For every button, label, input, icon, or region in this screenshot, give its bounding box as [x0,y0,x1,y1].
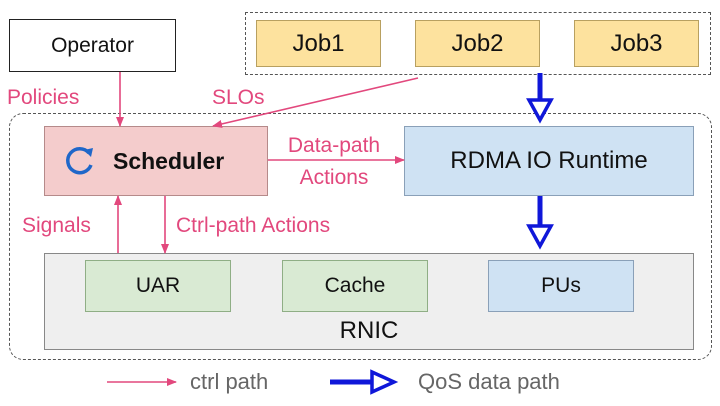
pus-label: PUs [541,274,581,297]
job3-label: Job3 [610,29,663,57]
uar-label: UAR [135,274,181,297]
refresh-icon [59,141,99,181]
scheduler-box: Scheduler [44,126,268,196]
legend-qos-data-path-label: QoS data path [418,369,560,394]
operator-box: Operator [9,19,176,72]
signals-label: Signals [22,214,91,237]
policies-label: Policies [7,86,80,109]
slos-label: SLOs [212,86,265,109]
job2-label: Job2 [451,29,504,57]
legend-qos-arrow [330,369,399,395]
scheduler-label: Scheduler [113,147,225,174]
rnic-label: RNIC [339,317,399,344]
cache-label: Cache [324,274,386,297]
system-boundary [9,113,712,360]
pus-box: PUs [488,260,634,312]
qos-arrow-jobs-to-runtime [526,73,554,124]
legend-ctrl-path-label: ctrl path [190,369,269,394]
jobs-group [245,12,711,75]
job1-box: Job1 [256,20,381,67]
cache-box: Cache [282,260,428,312]
ctrl-path-actions-label: Ctrl-path Actions [176,214,331,237]
data-path-label-line2: Actions [299,166,369,189]
job3-box: Job3 [574,20,699,67]
slos-arrow [212,77,419,128]
job2-box: Job2 [415,20,540,67]
data-path-label-line1: Data-path [287,134,381,157]
uar-box: UAR [85,260,231,312]
job1-label: Job1 [292,29,345,57]
rdma-io-runtime-box: RDMA IO Runtime [404,126,694,196]
operator-label: Operator [51,33,134,57]
qos-arrow-runtime-to-pus [526,196,554,250]
rdma-io-runtime-label: RDMA IO Runtime [450,147,648,174]
